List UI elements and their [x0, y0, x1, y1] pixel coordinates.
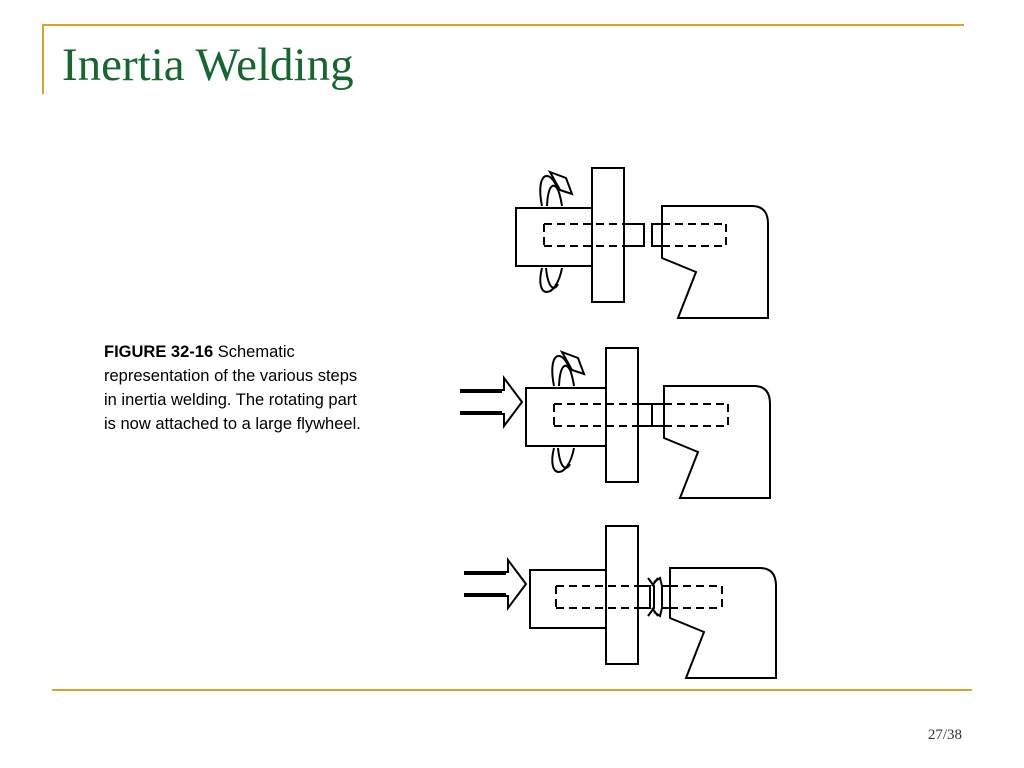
right-part-body — [663, 385, 771, 499]
inertia-welding-figure — [450, 160, 790, 684]
figure-caption-text: Schematic representation of the various … — [104, 343, 361, 433]
right-part-body — [661, 205, 769, 319]
hidden-line-left — [553, 403, 652, 427]
right-part-stub — [651, 223, 663, 247]
rotation-arrow-icon — [539, 170, 574, 293]
left-part-shaft — [515, 207, 592, 267]
flywheel-disc — [605, 525, 639, 665]
hidden-line-right — [670, 585, 723, 609]
left-part-shaft — [525, 387, 606, 447]
hidden-line-right — [664, 403, 729, 427]
slide-frame-left-rule — [42, 24, 44, 94]
slide-frame-bottom-rule — [52, 689, 972, 691]
page-number: 27/38 — [927, 727, 962, 743]
flywheel-disc — [591, 167, 625, 303]
left-part-stub — [637, 403, 653, 427]
step-3-welded-joint — [464, 525, 777, 679]
inertia-welding-diagram — [460, 167, 777, 679]
hidden-line-right — [662, 223, 727, 247]
flywheel-disc — [605, 347, 639, 483]
weld-flash — [647, 576, 663, 618]
left-part-shaft — [529, 569, 606, 629]
figure-number: FIGURE 32-16 — [104, 343, 214, 361]
left-part-stub — [623, 223, 645, 247]
step-1-rotating-separated — [515, 167, 769, 319]
left-part-stub — [637, 585, 651, 609]
right-part-body — [669, 567, 777, 679]
slide-title: Inertia Welding — [62, 39, 354, 91]
hidden-line-left — [555, 585, 650, 609]
step-2-rotating-pressed — [460, 347, 771, 499]
push-arrow-icon — [464, 557, 528, 611]
right-part-stub — [661, 585, 671, 609]
slide-frame-top-rule — [43, 24, 964, 26]
hidden-line-left — [543, 223, 644, 247]
push-arrow-icon — [460, 375, 524, 429]
figure-caption: FIGURE 32-16 Schematic representation of… — [104, 340, 364, 436]
rotation-arrow-icon — [551, 350, 586, 473]
right-part-stub — [651, 403, 665, 427]
